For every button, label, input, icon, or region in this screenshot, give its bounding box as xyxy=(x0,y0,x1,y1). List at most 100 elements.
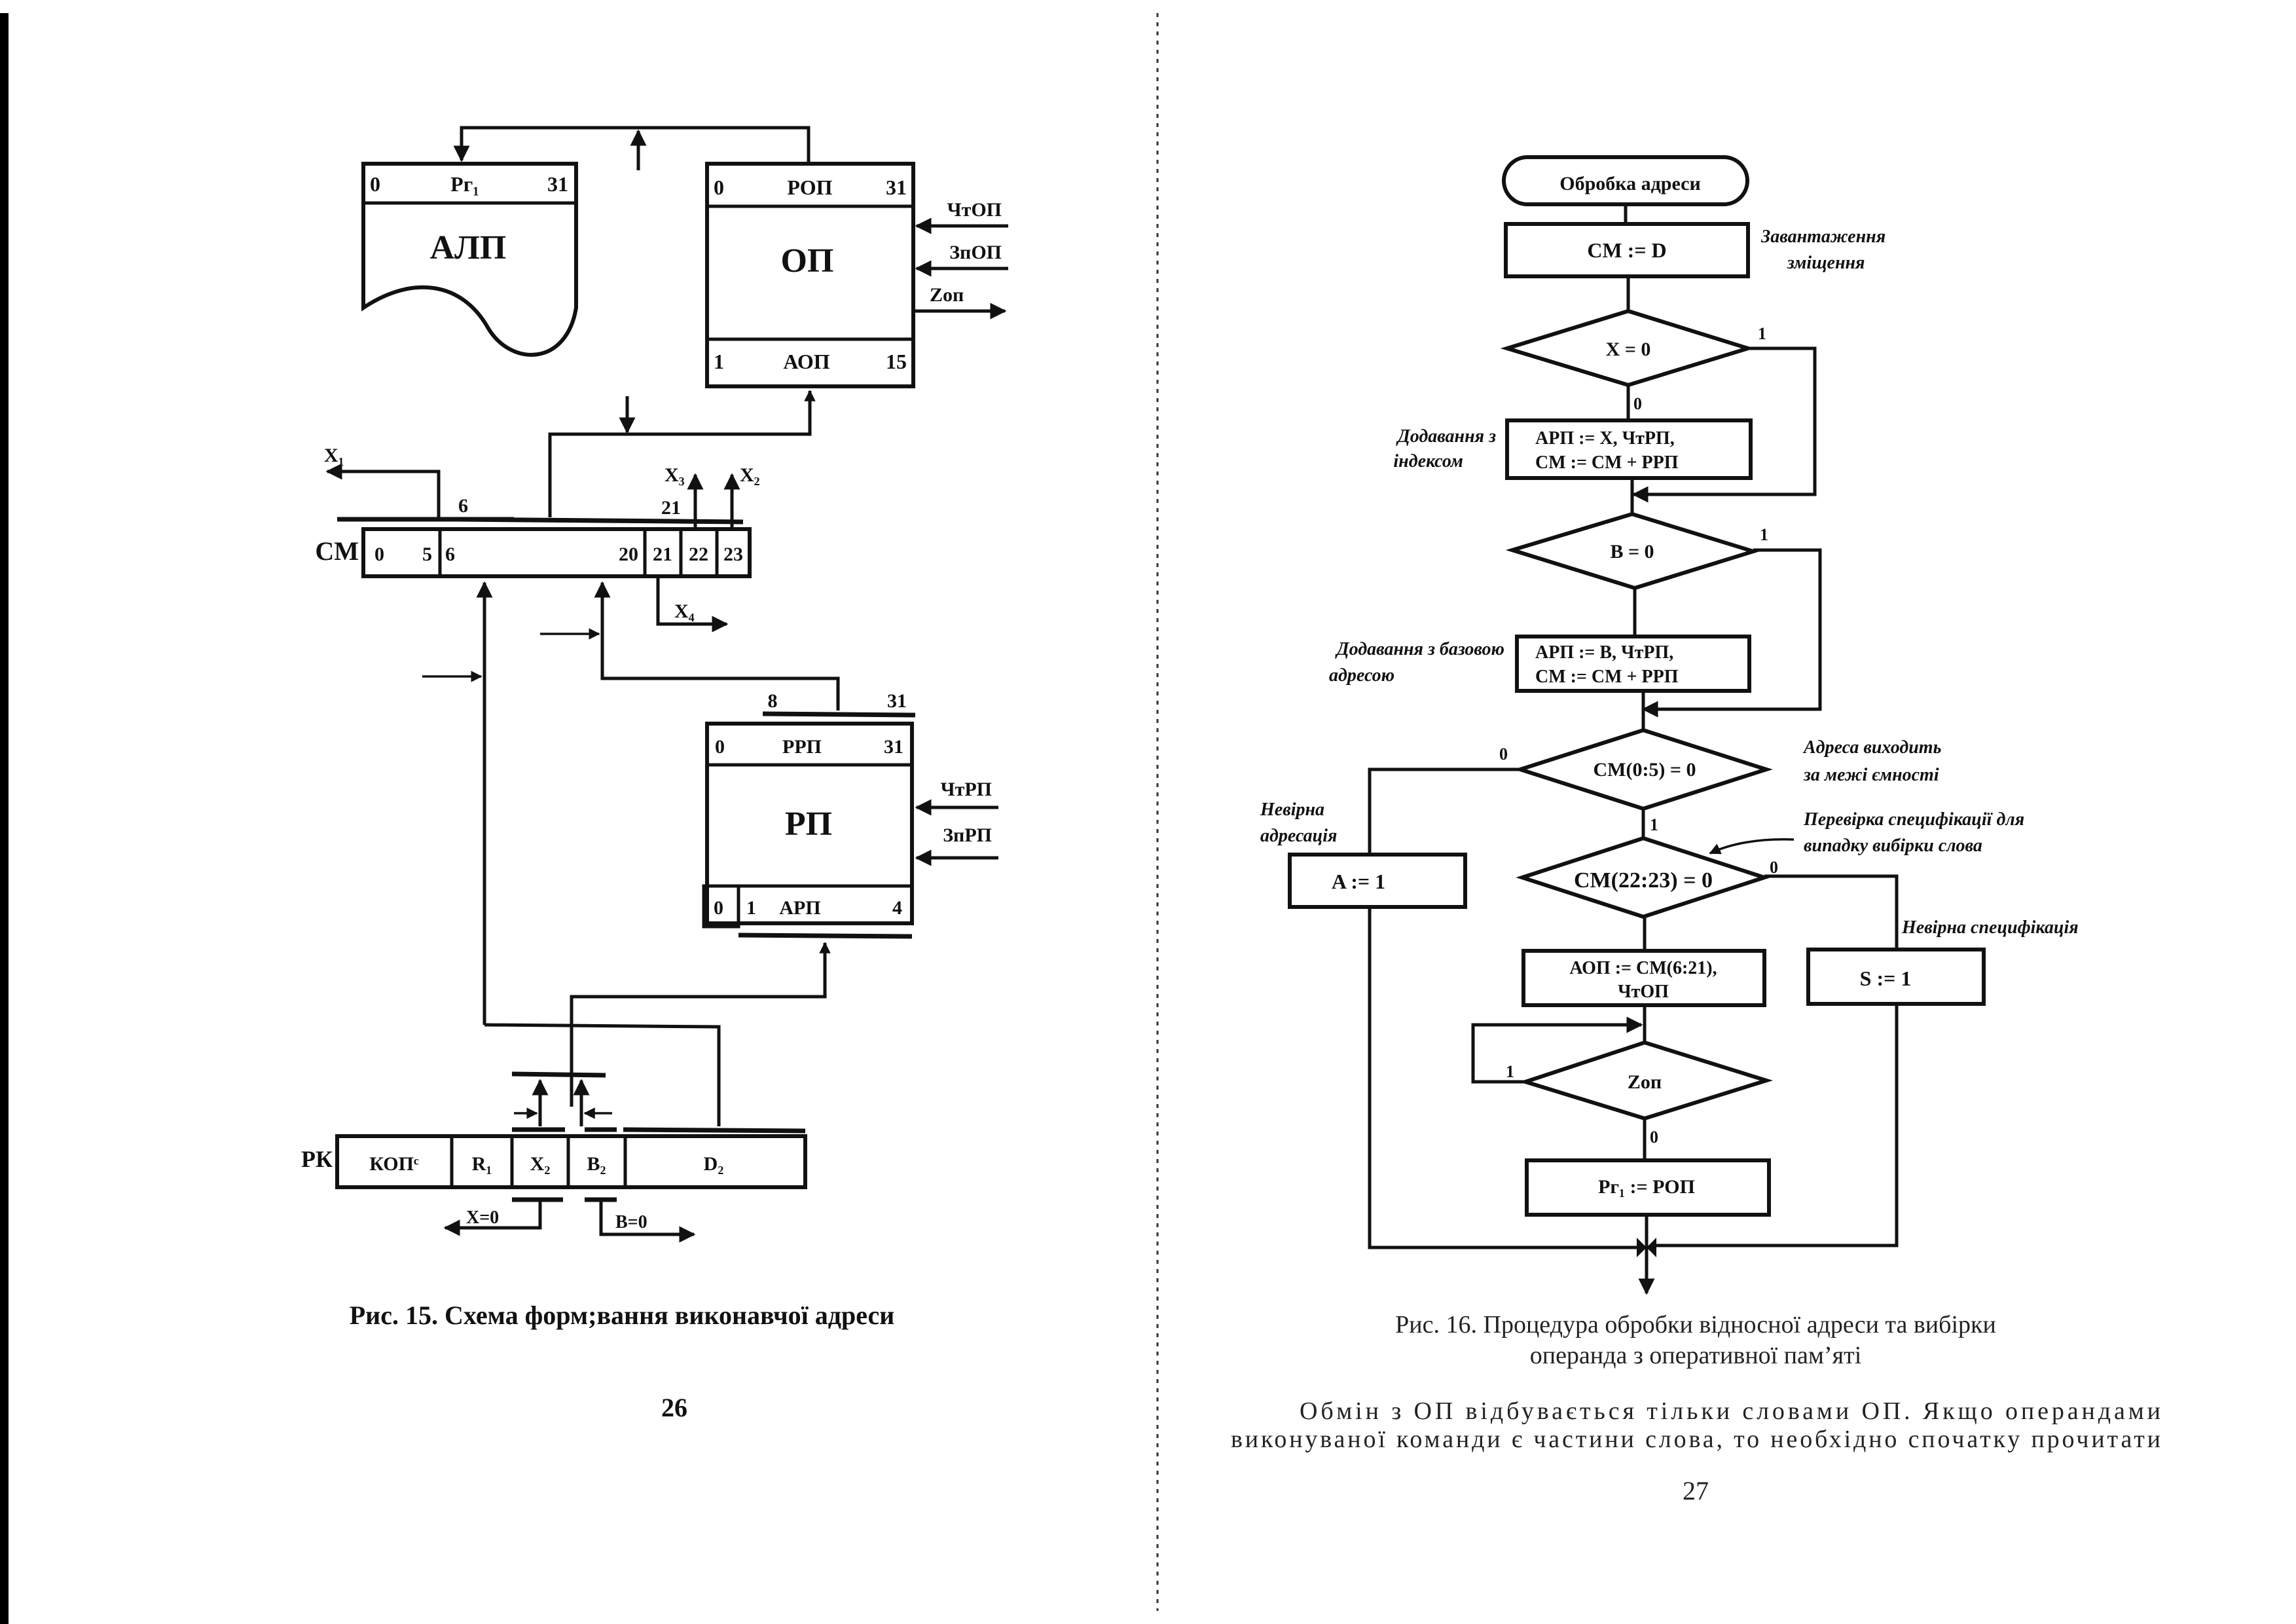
flow-step-a-label: A := 1 xyxy=(1332,870,1385,893)
rp-signal-read: ЧтРП xyxy=(941,779,992,800)
cm-field-23: 23 xyxy=(723,544,743,565)
rp-range-start: 8 xyxy=(768,690,778,712)
rk-wiring xyxy=(484,942,831,1134)
rk-field-opcode: КОПᶜ xyxy=(369,1153,419,1175)
cm-register: СМ 0 5 6 20 21 22 23 6 21 X₁ X₃ xyxy=(315,445,760,633)
figure-16-flowchart: Обробка адреси СМ := D Завантаження зміщ… xyxy=(1231,155,2160,1505)
flow-cond-z-no: 0 xyxy=(1650,1128,1658,1147)
alu-block: 0 Рг₁ 31 АЛП xyxy=(361,162,578,357)
flow-step-index-line2: СМ := СМ + РРП xyxy=(1535,452,1679,473)
figure-15-address-scheme: 0 Рг₁ 31 АЛП 0 РОП 31 ОП 1 АОП 15 ЧтОП З… xyxy=(301,126,1008,1422)
flow-step-s xyxy=(1806,948,1986,1006)
page-number-left: 26 xyxy=(661,1393,687,1422)
rp-signal-write: ЗпРП xyxy=(943,824,992,846)
rp-arp-end: 4 xyxy=(892,897,902,919)
flow-cond-x-no: 0 xyxy=(1633,394,1642,413)
rp-bottom-field-0: 0 xyxy=(714,897,723,919)
alu-label: АЛП xyxy=(430,229,507,267)
alu-register-end: 31 xyxy=(547,172,568,196)
flow-cond-b-label: B = 0 xyxy=(1610,541,1654,563)
rk-register: РК КОПᶜ R₁ X₂ B₂ D₂ X=0 B=0 xyxy=(301,1134,807,1243)
flow-cond-cm2223-no: 0 xyxy=(1770,858,1778,877)
op-aop-end: 15 xyxy=(886,350,907,373)
op-signal-read: ЧтОП xyxy=(947,199,1002,221)
rk-output-b0: B=0 xyxy=(615,1212,647,1232)
cm-output-x4: X₄ xyxy=(674,600,695,622)
flow-note-badaddr-2: адресація xyxy=(1260,826,1337,846)
cm-inputs xyxy=(422,581,840,1025)
cm-label: СМ xyxy=(315,536,359,566)
cm-field-6: 6 xyxy=(445,544,455,565)
rp-arp-start: 1 xyxy=(746,897,756,919)
rk-field-b2: B₂ xyxy=(587,1153,606,1175)
flow-cond-cm05-yes: 1 xyxy=(1650,815,1658,834)
rp-label: РП xyxy=(785,805,832,843)
rk-field-d2: D₂ xyxy=(704,1153,724,1175)
op-signal-z: Zоп xyxy=(930,284,964,306)
flow-step-load xyxy=(1504,222,1750,278)
cm-output-x2: X₂ xyxy=(740,464,760,486)
flow-cond-z-yes: 1 xyxy=(1506,1062,1514,1081)
op-rop-name: РОП xyxy=(787,175,832,199)
flow-note-load-2: зміщення xyxy=(1787,253,1865,273)
flow-cond-z-label: Zоп xyxy=(1628,1071,1662,1093)
flow-cond-cm05-no: 0 xyxy=(1499,745,1508,764)
op-aop-name: АОП xyxy=(783,350,829,373)
op-signal-write: ЗпОП xyxy=(949,242,1002,263)
body-text-line1: Обмін з ОП відбувається тільки словами О… xyxy=(1300,1397,2160,1425)
flow-step-base-line1: АРП := B, ЧтРП, xyxy=(1535,642,1673,663)
op-label: ОП xyxy=(781,242,834,280)
rp-arp-name: АРП xyxy=(779,897,820,919)
flow-step-base xyxy=(1515,635,1751,693)
flow-note-range-1: Адреса виходить xyxy=(1802,737,1941,758)
cm-output-x1: X₁ xyxy=(324,445,344,466)
cm-bus-to: 21 xyxy=(661,497,681,519)
flow-step-index xyxy=(1505,418,1753,480)
op-rop-end: 31 xyxy=(886,175,907,199)
figure-16-caption-line1: Рис. 16. Процедура обробки відносної адр… xyxy=(1395,1311,1996,1338)
op-rop-start: 0 xyxy=(714,175,724,199)
flow-step-aop-line1: АОП := СМ(6:21), xyxy=(1569,958,1717,978)
rp-block: 8 31 0 РРП 31 РП 0 1 АРП 4 ЧтРП ЗпРП xyxy=(702,690,998,939)
flow-note-spec-1: Перевірка специфікації для xyxy=(1803,809,2024,830)
top-bus xyxy=(453,126,811,170)
figure-15-caption: Рис. 15. Схема форм;вання виконавчої адр… xyxy=(350,1301,895,1330)
figure-16-caption-line2: операнда з оперативної пам’яті xyxy=(1530,1342,1862,1369)
scan-left-edge xyxy=(0,13,9,1624)
flow-note-index-2: індексом xyxy=(1393,451,1463,471)
flow-step-base-line2: СМ := СМ + РРП xyxy=(1535,667,1679,687)
rk-field-r1: R₁ xyxy=(472,1153,492,1175)
flow-note-range-2: за межі ємності xyxy=(1803,765,1939,785)
cm-field-5: 5 xyxy=(422,544,432,565)
flow-start-label: Обробка адреси xyxy=(1559,173,1701,194)
op-aop-start: 1 xyxy=(714,350,724,373)
flow-note-base-2: адресою xyxy=(1329,665,1394,686)
rp-rrp-start: 0 xyxy=(715,736,725,758)
flow-cond-cm05-label: СМ(0:5) = 0 xyxy=(1593,759,1696,781)
cm-output-x3: X₃ xyxy=(665,464,685,486)
cm-field-0: 0 xyxy=(374,544,384,565)
cm-field-20: 20 xyxy=(619,544,638,565)
flow-note-load-1: Завантаження xyxy=(1760,227,1886,247)
flow-step-load-label: СМ := D xyxy=(1587,238,1666,262)
flow-step-a xyxy=(1288,853,1467,909)
rk-field-x2: X₂ xyxy=(530,1153,551,1175)
flow-step-final-label: Рг₁ := РОП xyxy=(1598,1176,1695,1198)
flow-cond-b-yes: 1 xyxy=(1760,525,1768,544)
alu-register-name: Рг₁ xyxy=(450,172,479,196)
flow-step-aop xyxy=(1522,949,1766,1007)
flow-step-aop-line2: ЧтОП xyxy=(1618,982,1669,1002)
flow-cond-x-label: X = 0 xyxy=(1606,339,1651,360)
cm-to-op-bus xyxy=(548,390,816,517)
rp-range-end: 31 xyxy=(887,690,907,712)
op-block: 0 РОП 31 ОП 1 АОП 15 ЧтОП ЗпОП Zоп xyxy=(705,162,1008,388)
flow-note-badaddr-1: Невірна xyxy=(1260,800,1324,820)
rp-rrp-name: РРП xyxy=(782,736,822,758)
flow-step-index-line1: АРП := X, ЧтРП, xyxy=(1535,428,1675,449)
page-number-right: 27 xyxy=(1683,1476,1709,1505)
rk-output-x0: X=0 xyxy=(466,1208,499,1228)
cm-bus-from: 6 xyxy=(458,495,468,517)
alu-register-start: 0 xyxy=(370,172,380,196)
flow-step-s-label: S := 1 xyxy=(1860,967,1912,990)
